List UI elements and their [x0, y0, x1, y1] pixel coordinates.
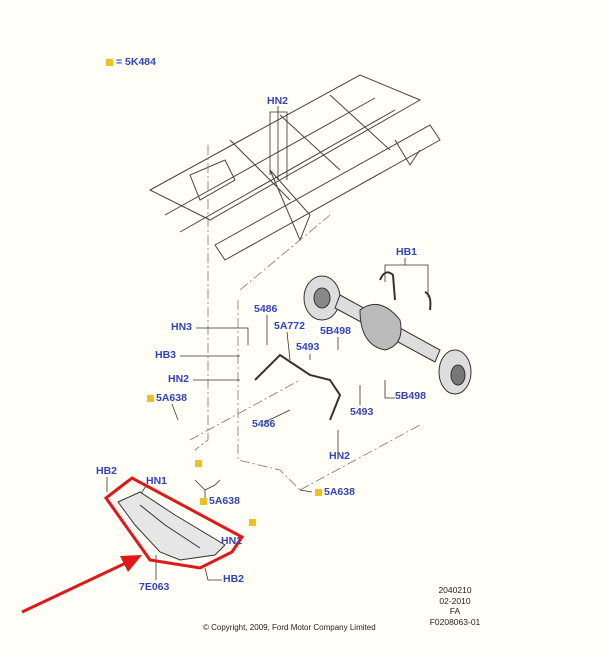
- callout-hn3: HN3: [171, 321, 193, 333]
- marker-5k484: [249, 519, 256, 526]
- marker-5k484: [315, 489, 322, 496]
- callout-hn1: HN1: [221, 535, 243, 547]
- skid-plate-shield: [117, 491, 226, 561]
- info-line: 2040210: [438, 585, 472, 595]
- info-line: 02-2010: [439, 595, 471, 606]
- callout-5493: 5493: [350, 406, 374, 418]
- callout-5486: 5486: [252, 418, 276, 430]
- brake-pipes: [254, 271, 432, 421]
- callout-5493: 5493: [296, 341, 320, 353]
- diagram-info: 2040210 02-2010 FA F0208063-01: [425, 585, 485, 627]
- callout-5a638: 5A638: [156, 392, 187, 404]
- callout-hb3: HB3: [155, 349, 177, 361]
- callout-hn2: HN2: [267, 95, 289, 107]
- leader-lines: [106, 106, 429, 581]
- legend-label: = 5K484: [116, 56, 156, 68]
- callout-5a638: 5A638: [324, 486, 355, 498]
- callout-5b498: 5B498: [395, 390, 426, 402]
- callout-hb2: HB2: [96, 465, 118, 477]
- dashed-brake-lines: [189, 145, 421, 491]
- frame-drawing: [148, 74, 441, 261]
- callout-5486: 5486: [254, 303, 278, 315]
- callout-hn2: HN2: [329, 450, 351, 462]
- info-line: FA: [449, 606, 461, 616]
- callout-5a638: 5A638: [209, 495, 240, 507]
- marker-5k484: [147, 395, 154, 402]
- info-line: F0208063-01: [429, 616, 481, 627]
- callout-5a772: 5A772: [274, 320, 305, 332]
- callout-hn1: HN1: [146, 475, 168, 487]
- callout-hb2: HB2: [223, 573, 245, 585]
- axle-drawing: [303, 275, 472, 395]
- copyright: © Copyright, 2009, Ford Motor Company Li…: [203, 623, 376, 632]
- marker-5k484: [195, 460, 202, 467]
- callout-5b498: 5B498: [320, 325, 351, 337]
- legend-marker: [106, 59, 113, 66]
- callout-hn2: HN2: [168, 373, 190, 385]
- highlight-outline: [103, 476, 245, 570]
- highlight-arrow: [21, 555, 142, 614]
- callout-hb1: HB1: [396, 246, 418, 258]
- callout-7e063: 7E063: [139, 581, 170, 593]
- marker-5k484: [200, 498, 207, 505]
